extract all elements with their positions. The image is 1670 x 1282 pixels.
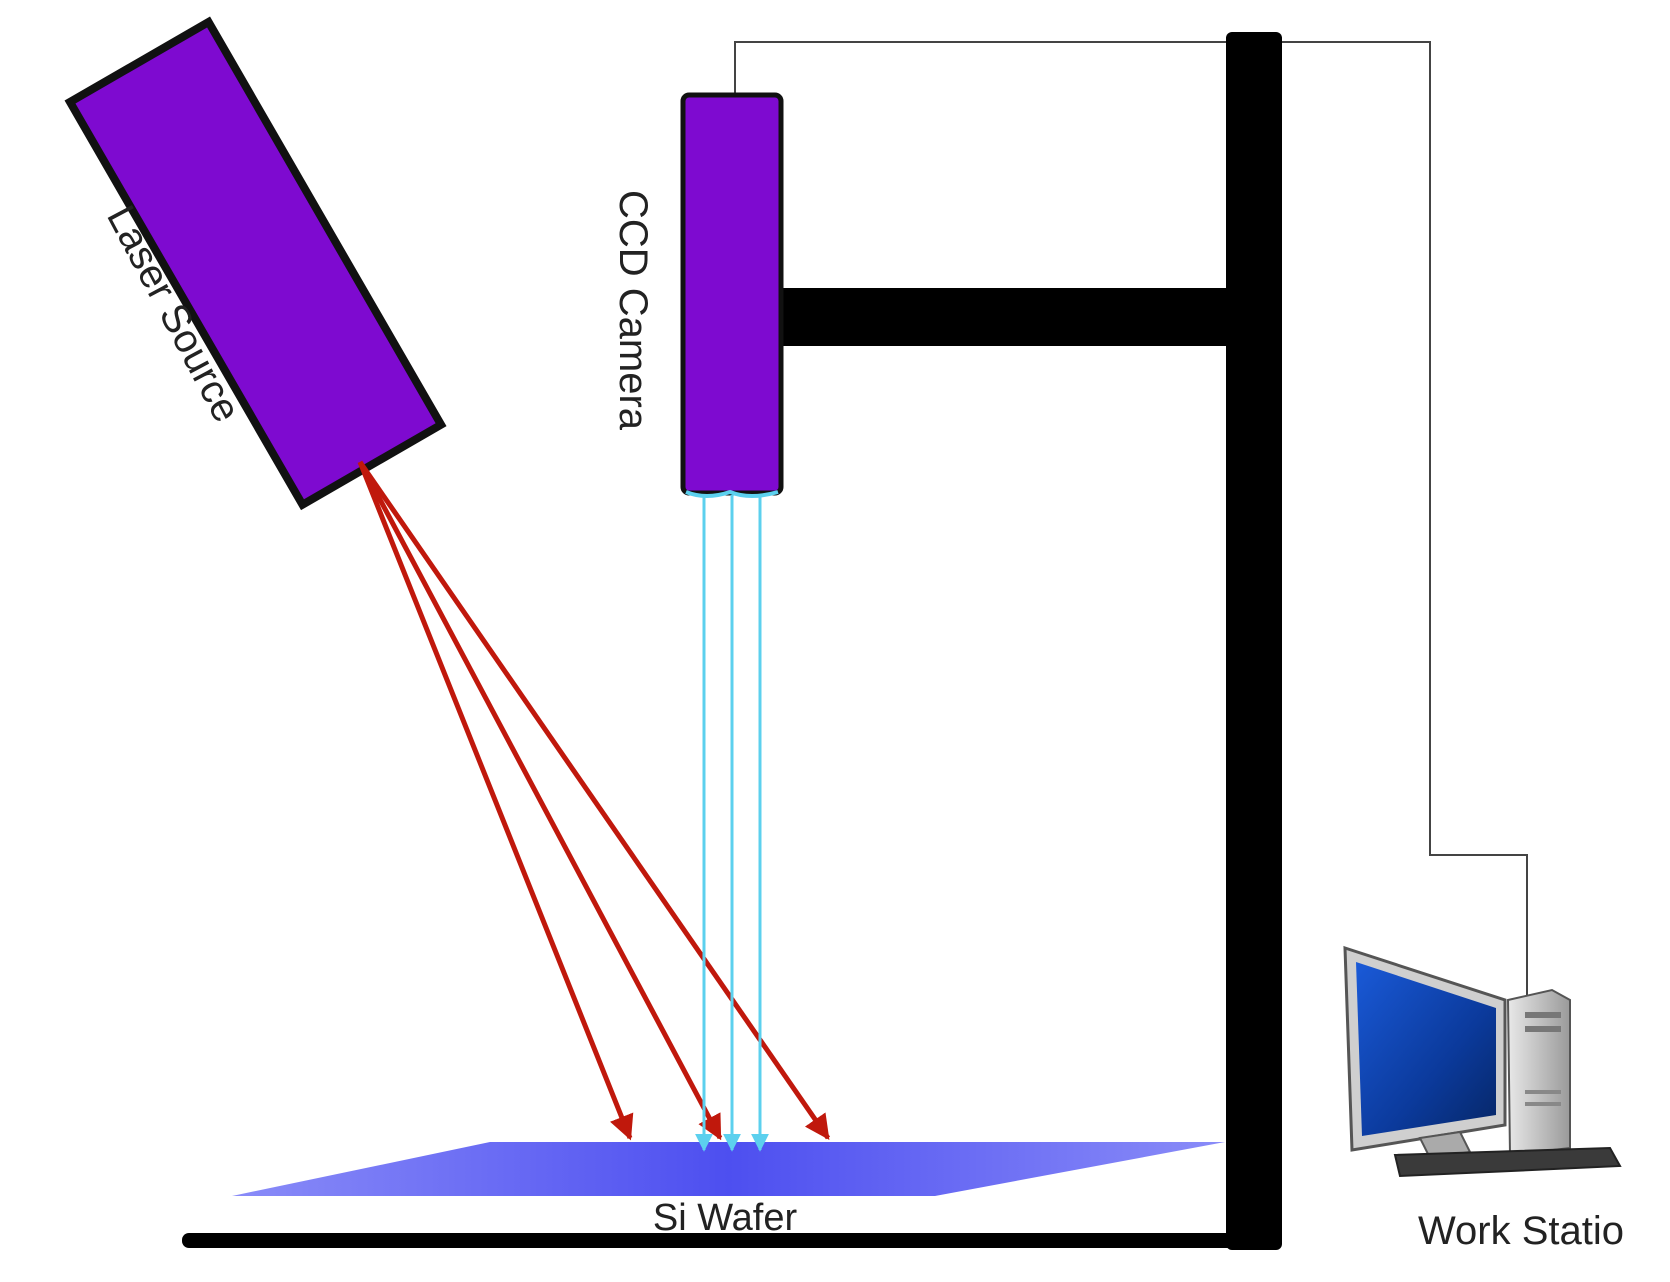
si-wafer: Si Wafer bbox=[232, 1142, 1225, 1239]
laser-source-body bbox=[64, 16, 447, 511]
ccd-camera-body bbox=[680, 92, 784, 496]
base-line bbox=[182, 1233, 1282, 1248]
laser-beam-2 bbox=[357, 460, 723, 1141]
computer-keyboard bbox=[1393, 1146, 1622, 1178]
laser-beam-1 bbox=[357, 461, 634, 1141]
support-frame bbox=[182, 32, 1282, 1250]
cables bbox=[734, 41, 1528, 1000]
camera-beams bbox=[695, 495, 769, 1152]
camera-cable bbox=[734, 41, 1528, 1000]
vertical-pole bbox=[1226, 32, 1282, 1250]
ccd-camera: CCD Camera bbox=[611, 92, 784, 498]
laser-beams bbox=[357, 460, 831, 1141]
work-station-label: Work Statio bbox=[1418, 1209, 1624, 1253]
si-wafer-label: Si Wafer bbox=[653, 1197, 798, 1239]
camera-lens-arcs bbox=[685, 489, 779, 498]
si-wafer-plate bbox=[232, 1142, 1225, 1196]
ccd-camera-label: CCD Camera bbox=[611, 190, 655, 431]
laser-beam-3 bbox=[357, 460, 831, 1141]
desktop-computer-icon: Work Statio bbox=[1343, 945, 1624, 1253]
laser-source: Laser Source bbox=[64, 16, 447, 511]
camera-arm bbox=[780, 288, 1230, 346]
computer-screen bbox=[1356, 962, 1496, 1136]
